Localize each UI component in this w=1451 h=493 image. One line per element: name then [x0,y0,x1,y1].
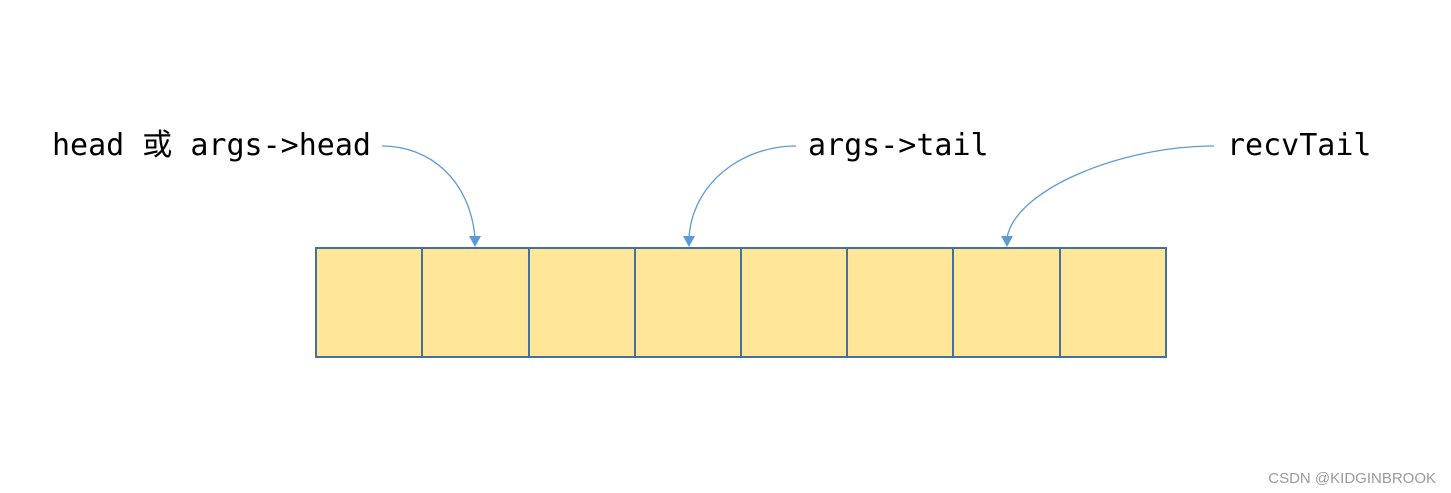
tail-arrow-curve [688,145,797,239]
buffer-slot [740,247,848,358]
recv-tail-label: recvTail [1227,128,1372,163]
buffer-slot [952,247,1061,358]
head-arrow-curve [381,145,476,239]
buffer-slots [315,247,1167,358]
buffer-slot [846,247,954,358]
recv-tail-arrowhead [1001,236,1013,247]
tail-arrow [683,145,797,247]
recv-tail-arrow [1001,145,1215,247]
tail-label: args->tail [808,128,989,163]
buffer-slot [421,247,530,358]
buffer-slot [315,247,423,358]
buffer-slot [528,247,636,358]
buffer-slot [634,247,742,358]
buffer-slot [1059,247,1167,358]
head-arrowhead [469,236,481,247]
watermark: CSDN @KIDGINBROOK [1268,470,1436,487]
tail-arrowhead [683,236,695,247]
head-arrow [381,145,481,247]
recv-tail-arrow-curve [1006,145,1215,239]
head-label: head 或 args->head [52,128,371,163]
